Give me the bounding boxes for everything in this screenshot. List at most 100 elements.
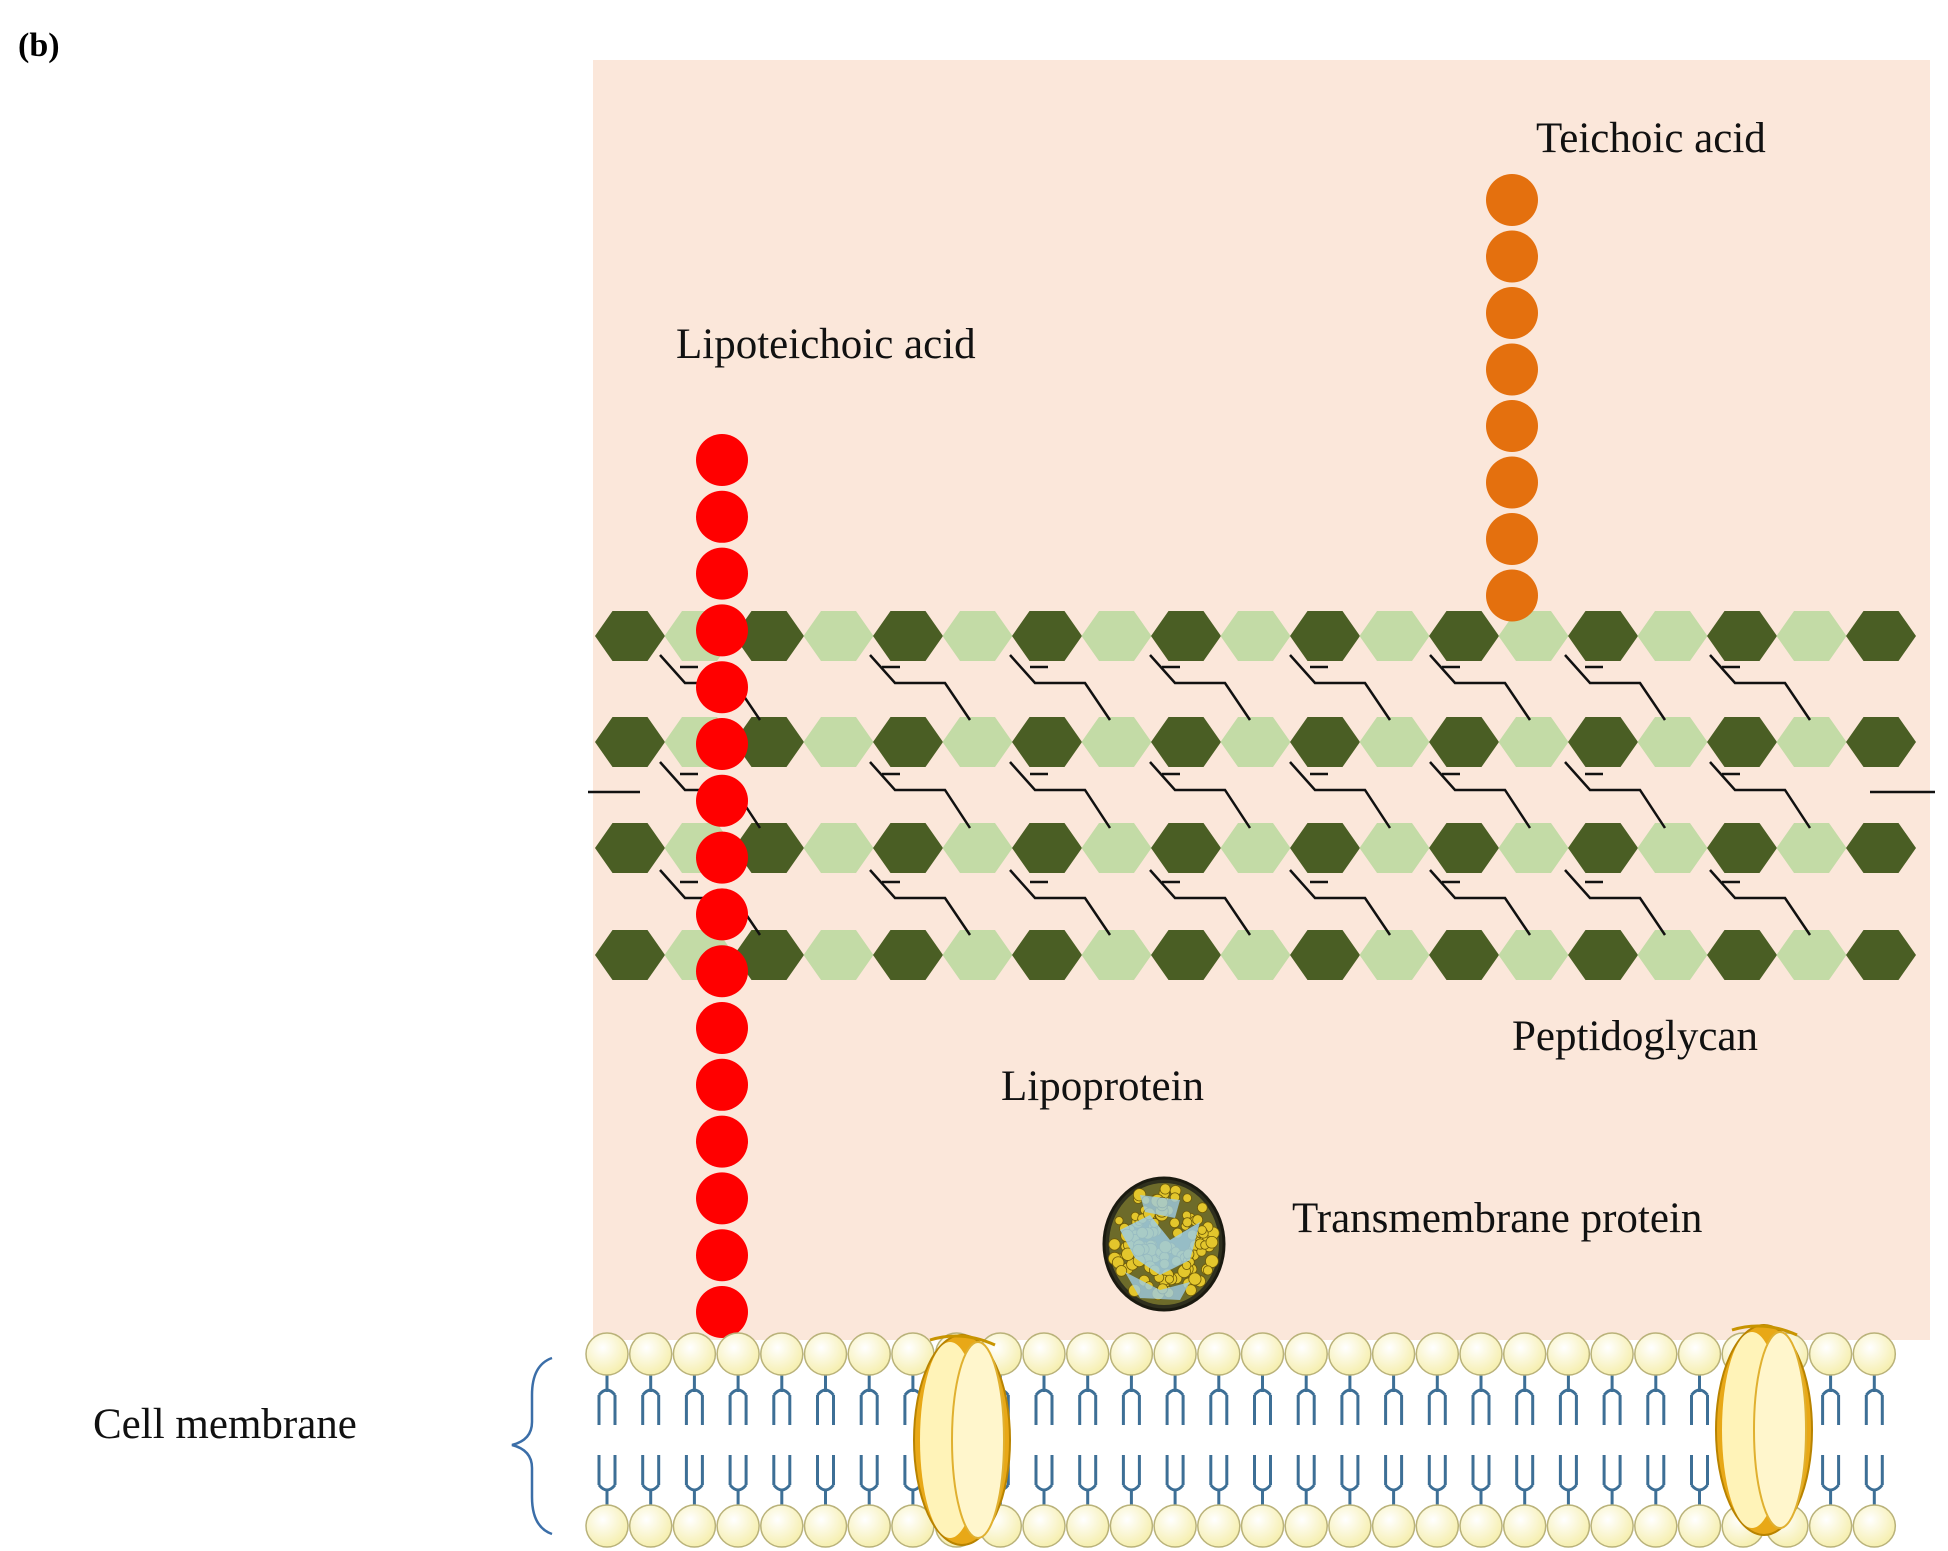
lipoprotein-granule	[1164, 1274, 1174, 1284]
lipoteichoic-acid-chain	[696, 434, 748, 1338]
lipid-head	[1197, 1332, 1241, 1376]
teichoic-acid-unit	[1486, 400, 1538, 452]
nam-unit	[1220, 611, 1291, 661]
lipoteichoic-acid-unit	[696, 718, 748, 770]
nam-unit	[1220, 823, 1291, 873]
lipid-head	[1808, 1332, 1853, 1376]
lipoteichoic-acid-unit	[696, 1058, 748, 1111]
lipid-tail	[641, 1388, 661, 1425]
nam-unit	[942, 611, 1013, 661]
lipid-head	[1065, 1332, 1110, 1376]
nam-unit	[1637, 930, 1708, 980]
lipoteichoic-acid-unit	[696, 1286, 748, 1338]
nag-unit	[1012, 930, 1082, 980]
lipid-head	[1371, 1504, 1416, 1548]
lipoprotein-granule	[1114, 1216, 1124, 1226]
lipid-tail	[1253, 1455, 1272, 1492]
teichoic-acid-chain	[1486, 174, 1538, 622]
peptidoglycan-layer	[595, 611, 1916, 980]
lipid-tail	[684, 1455, 704, 1492]
peptide-crosslink	[1709, 654, 1812, 721]
nam-unit	[1359, 823, 1430, 873]
nam-unit	[803, 823, 874, 873]
nag-unit	[595, 717, 665, 767]
nag-unit	[1429, 611, 1499, 661]
nag-unit	[1846, 717, 1916, 767]
peptide-crosslinks	[588, 654, 1935, 936]
peptide-crosslink	[1149, 869, 1252, 936]
lipid-head	[672, 1504, 717, 1548]
nam-unit	[942, 823, 1013, 873]
lipid-head	[760, 1504, 804, 1548]
lipid-head	[1546, 1332, 1591, 1376]
lipid-tail	[1034, 1388, 1054, 1425]
lipid-tail	[1165, 1388, 1185, 1425]
lipid-tail	[1121, 1388, 1141, 1425]
lipid-head	[1677, 1332, 1722, 1376]
nam-unit	[1498, 717, 1569, 767]
lipid-tail	[1121, 1455, 1141, 1492]
lipid-head	[1459, 1504, 1503, 1548]
nam-unit	[1776, 611, 1847, 661]
lipoprotein-granule	[1115, 1265, 1128, 1277]
nag-unit	[1012, 611, 1082, 661]
lipoprotein-granule	[1108, 1238, 1121, 1251]
nag-unit	[595, 823, 665, 873]
nam-unit	[1081, 611, 1152, 661]
lipid-tail	[1558, 1455, 1578, 1492]
peptidoglycan-label: Peptidoglycan	[1512, 1013, 1758, 1060]
lipoteichoic-acid-unit	[696, 1172, 748, 1225]
lipoprotein-granule	[1197, 1225, 1207, 1235]
nam-unit	[942, 717, 1013, 767]
nam-unit	[1776, 823, 1847, 873]
peptide-crosslink	[1289, 761, 1392, 829]
teichoic-acid-unit	[1486, 456, 1538, 509]
lipid-head	[716, 1332, 760, 1376]
nag-unit	[1707, 823, 1777, 873]
nag-unit	[595, 611, 665, 661]
nam-unit	[803, 930, 874, 980]
peptide-crosslink	[1564, 869, 1667, 936]
nag-unit	[1846, 930, 1916, 980]
peptide-crosslink	[1149, 761, 1252, 829]
nam-unit	[1637, 823, 1708, 873]
nam-unit	[1081, 930, 1152, 980]
peptide-crosslink	[1289, 869, 1392, 936]
peptide-crosslink	[1429, 869, 1532, 936]
lipid-head	[1022, 1332, 1066, 1376]
lipid-tail	[1646, 1388, 1666, 1425]
nag-unit	[1290, 717, 1360, 767]
lipid-head	[1284, 1332, 1328, 1376]
lipid-head	[1197, 1504, 1241, 1548]
nag-unit	[1707, 611, 1777, 661]
lipoteichoic-acid-label: Lipoteichoic acid	[676, 321, 976, 368]
lipid-tail	[684, 1388, 704, 1425]
peptide-crosslink	[1429, 761, 1532, 829]
lipid-tail	[1078, 1388, 1098, 1425]
lipid-head	[1502, 1504, 1547, 1548]
lipid-tail	[1340, 1388, 1360, 1425]
lipid-head	[1852, 1504, 1897, 1548]
nam-unit	[1081, 717, 1152, 767]
lipoteichoic-acid-unit	[696, 774, 748, 827]
lipid-tail	[1078, 1455, 1098, 1492]
lipid-tail	[641, 1455, 661, 1492]
lipid-tail	[1690, 1455, 1709, 1492]
lipid-head	[628, 1504, 673, 1548]
lipid-head	[1284, 1504, 1328, 1548]
peptide-crosslink	[1009, 654, 1112, 721]
teichoic-acid-unit	[1486, 343, 1538, 396]
nam-unit	[1776, 930, 1847, 980]
nag-unit	[1290, 930, 1360, 980]
lipid-head	[1590, 1504, 1634, 1548]
lipid-tail	[1384, 1388, 1404, 1425]
lipid-head	[1502, 1332, 1547, 1376]
nag-unit	[1707, 717, 1777, 767]
lipid-head	[1677, 1504, 1722, 1548]
nag-unit	[1568, 717, 1638, 767]
transmembrane-protein-label: Transmembrane protein	[1292, 1195, 1702, 1242]
nam-unit	[1359, 611, 1430, 661]
lipid-head	[1371, 1332, 1416, 1376]
peptide-crosslink	[1564, 761, 1667, 829]
